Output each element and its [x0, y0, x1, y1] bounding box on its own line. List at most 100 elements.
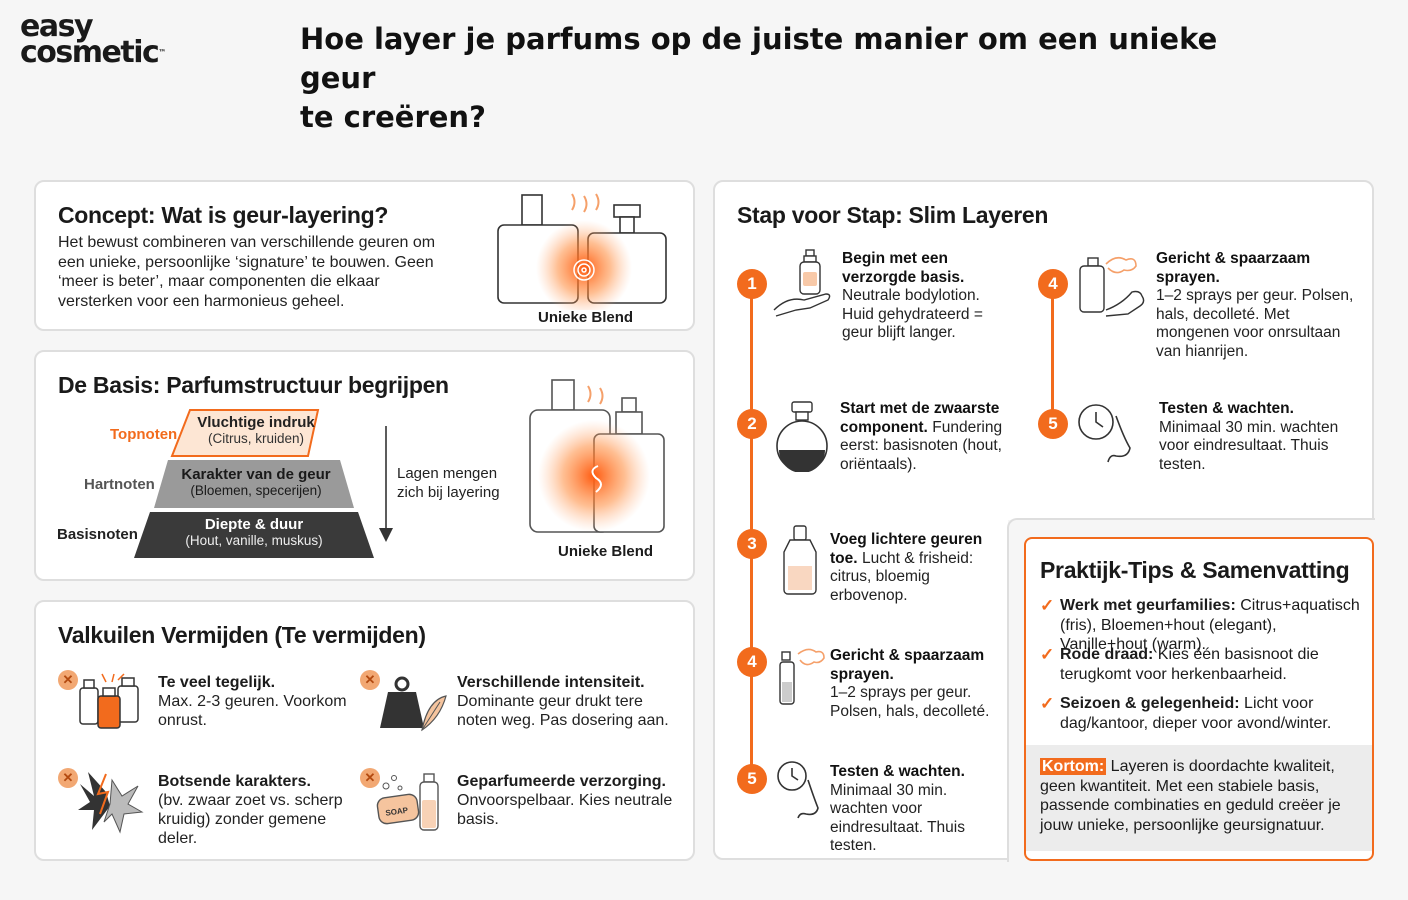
step-text: Fundering eerst: basisnoten (hout, oriën…	[840, 418, 1003, 473]
heart-note-sub: (Bloemen, specerijen)	[190, 483, 322, 498]
soap-text: SOAP	[385, 806, 409, 818]
basis-card: De Basis: Parfumstructuur begrijpen Vluc…	[34, 350, 695, 581]
top-note-sub: (Citrus, kruiden)	[207, 431, 305, 446]
concept-heading: Concept: Wat is geur-layering?	[58, 202, 389, 228]
step-number: 1	[737, 269, 767, 299]
step-number: 4	[737, 647, 767, 677]
basis-heading: De Basis: Parfumstructuur begrijpen	[58, 372, 449, 398]
pitfall-text: Onvoorspelbaar. Kies neutrale basis.	[457, 792, 673, 828]
step-number: 5	[737, 764, 767, 794]
step-title: Begin met een verzorgde basis.	[842, 250, 965, 286]
tips-heading: Praktijk-Tips & Samenvatting	[1040, 557, 1350, 583]
check-icon: ✓	[1040, 645, 1055, 664]
step-title: Gericht & spaarzaam sprayen.	[830, 647, 985, 683]
concept-card: Concept: Wat is geur-layering? Het bewus…	[34, 180, 695, 331]
lotion-hand-icon	[773, 249, 831, 317]
step-item: Begin met een verzorgde basis. Neutrale …	[842, 250, 992, 343]
base-note-sub: (Hout, vanille, muskus)	[185, 533, 323, 548]
pitfall-title: Verschillende intensiteit.	[457, 674, 645, 691]
step-item: Voeg lichtere geuren toe. Lucht & frishe…	[830, 531, 1005, 605]
step-number: 2	[737, 409, 767, 439]
tip-item: ✓ Seizoen & gelegenheid: Licht voor dag/…	[1040, 694, 1366, 733]
base-note-title: Diepte & duur	[204, 516, 304, 533]
pyramid-level-middle: Karakter van de geur (Bloemen, specerije…	[166, 466, 346, 498]
steps-heading: Stap voor Stap: Slim Layeren	[737, 202, 1049, 228]
tip-bold: Werk met geurfamilies:	[1060, 597, 1236, 614]
basis-image-label: Unieke Blend	[558, 543, 654, 560]
spray-icon	[779, 648, 825, 705]
step-item: Testen & wachten. Minimaal 30 min. wacht…	[1159, 400, 1344, 474]
clock-nose-icon	[777, 761, 819, 819]
pyramid-level-base: Diepte & duur (Hout, vanille, muskus)	[154, 516, 354, 548]
side-label-top: Topnoten	[110, 426, 178, 443]
pitfall-title: Te veel tegelijk.	[158, 674, 276, 691]
tip-item: ✓ Rode draad: Kies één basisnoot die ter…	[1040, 645, 1366, 684]
pitfall-text: Max. 2-3 geuren. Voorkom onrust.	[158, 693, 347, 729]
step-text: 1–2 sprays per geur. Polsen, hals, decol…	[830, 684, 990, 720]
step-title: Gericht & spaarzaam sprayen.	[1156, 250, 1311, 286]
step-text: Neutrale bodylotion. Huid gehydrateerd =…	[842, 287, 983, 341]
step-item: Gericht & spaarzaam sprayen. 1–2 sprays …	[1156, 250, 1361, 361]
logo: easy cosmetic™	[20, 9, 167, 70]
tip-bold: Seizoen & gelegenheid:	[1060, 695, 1240, 712]
warning-x-icon: ✕	[360, 768, 380, 788]
warning-x-icon: ✕	[58, 670, 78, 690]
step-item: Gericht & spaarzaam sprayen. 1–2 sprays …	[830, 647, 1015, 721]
pitfall-title: Geparfumeerde verzorging.	[457, 773, 666, 790]
step-number: 5	[1038, 409, 1068, 439]
clock-nose-icon	[1078, 404, 1131, 463]
step-title: Voeg lichtere geuren toe.	[830, 531, 983, 567]
perfume-blend-icon	[497, 193, 667, 310]
kortom-label: Kortom:	[1040, 758, 1107, 775]
step-number: 3	[737, 529, 767, 559]
step-title: Testen & wachten.	[1159, 400, 1294, 417]
layered-bottles-icon	[529, 379, 665, 533]
check-icon: ✓	[1040, 596, 1055, 615]
heart-note-title: Karakter van de geur	[181, 466, 331, 483]
down-arrow-icon	[379, 426, 393, 542]
light-bottle-icon	[783, 525, 817, 595]
tip-text: Licht voor dag/kantoor, dieper voor avon…	[1060, 695, 1332, 732]
pyramid-diagram	[134, 409, 374, 558]
soap-icon: SOAP	[376, 773, 439, 831]
step-item: Testen & wachten. Minimaal 30 min. wacht…	[830, 763, 1005, 856]
heavy-bottle-icon	[776, 401, 828, 472]
step-text: Minimaal 30 min. wachten voor eindresult…	[830, 781, 965, 855]
tip-text: Citrus+aquatisch (fris), Bloemen+hout (e…	[1060, 597, 1360, 653]
tips-card: Praktijk-Tips & Samenvatting ✓ Werk met …	[1024, 537, 1374, 861]
concept-image-label: Unieke Blend	[538, 309, 634, 326]
layer-mix-label: Lagen mengen zich bij layering	[397, 465, 500, 501]
clash-icon	[78, 772, 144, 834]
pitfall-item: Botsende karakters. (bv. zwaar zoet vs. …	[158, 772, 358, 848]
valkuilen-card: Valkuilen Vermijden (Te vermijden) ✕ Te …	[34, 600, 695, 861]
concept-text: Het bewust combineren van verschillende …	[58, 234, 436, 310]
side-label-base: Basisnoten	[57, 526, 138, 543]
pitfall-text: (bv. zwaar zoet vs. scherp kruidig) zond…	[158, 792, 343, 847]
bottles-icon	[79, 673, 139, 729]
step-text: Lucht & frisheid: citrus, bloemig erbove…	[830, 549, 974, 604]
valkuilen-heading: Valkuilen Vermijden (Te vermijden)	[58, 622, 426, 648]
step-text: Minimaal 30 min. wachten voor eindresult…	[1159, 418, 1339, 473]
page-title-line-2: te creëren?	[300, 100, 486, 134]
pitfall-item: Verschillende intensiteit. Dominante geu…	[457, 673, 677, 730]
step-item: Start met de zwaarste component. Funderi…	[840, 400, 1006, 474]
tip-item: ✓ Werk met geurfamilies: Citrus+aquatisc…	[1040, 596, 1366, 655]
kortom-text: Layeren is doordachte kwaliteit, geen kw…	[1040, 758, 1341, 834]
warning-x-icon: ✕	[360, 670, 380, 690]
pitfall-text: Dominante geur drukt tere noten weg. Pas…	[457, 693, 669, 729]
weight-feather-icon	[380, 676, 447, 732]
logo-line-2: cosmetic™	[20, 35, 167, 70]
step-text: 1–2 sprays per geur. Polsen, hals, decol…	[1156, 287, 1354, 360]
step-title: Start met de zwaarste component.	[840, 400, 1000, 436]
page-title: Hoe layer je parfums op de juiste manier…	[300, 20, 1300, 137]
kortom-box: Kortom: Layeren is doordachte kwaliteit,…	[1026, 745, 1372, 851]
spray-hand-icon	[1079, 256, 1145, 317]
pitfall-title: Botsende karakters.	[158, 773, 311, 790]
page-title-line-1: Hoe layer je parfums op de juiste manier…	[300, 22, 1218, 95]
logo-line-1: easy	[20, 9, 94, 44]
timeline-line-right	[1051, 290, 1054, 425]
pitfall-item: Te veel tegelijk. Max. 2-3 geuren. Voork…	[158, 673, 348, 730]
check-icon: ✓	[1040, 694, 1055, 713]
pyramid-level-top: Vluchtige indruk (Citrus, kruiden)	[176, 414, 336, 446]
step-number: 4	[1038, 269, 1068, 299]
